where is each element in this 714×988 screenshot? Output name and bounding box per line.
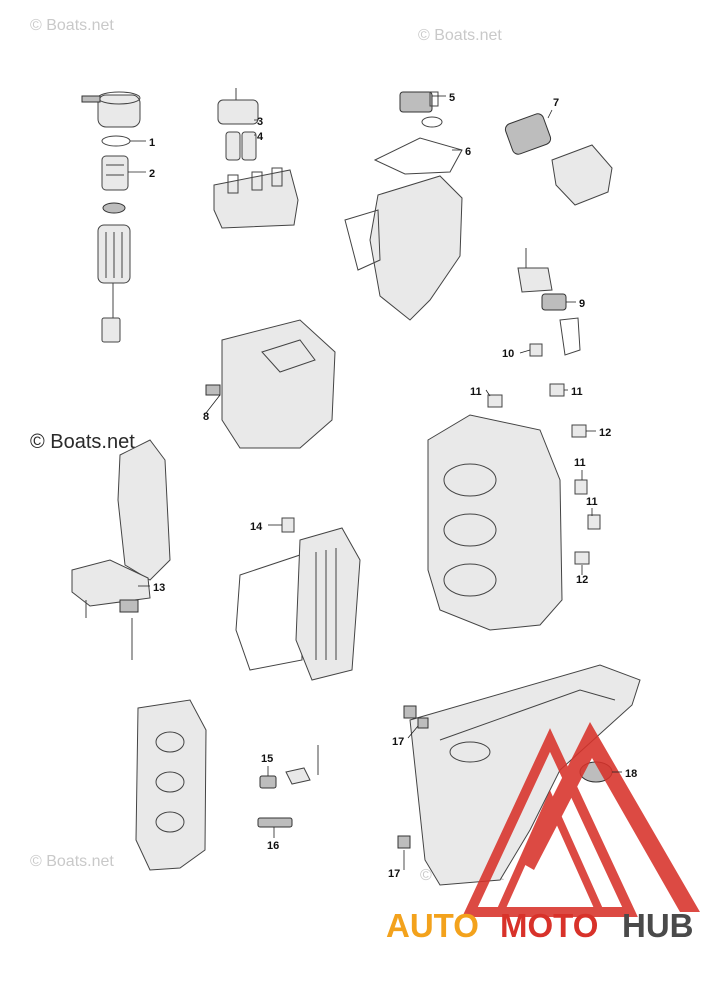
callout-5: 5 xyxy=(449,92,455,104)
exhaust-housing xyxy=(397,664,641,886)
logo-text-hub: HUB xyxy=(622,907,694,944)
callout-14: 14 xyxy=(250,521,263,533)
callout-11-b: 11 xyxy=(571,386,583,398)
logo-text-auto: AUTO xyxy=(386,907,479,944)
logo-text-moto: MOTO xyxy=(500,907,598,944)
callout-2: 2 xyxy=(149,168,155,180)
callout-leaders xyxy=(128,95,622,870)
callout-13: 13 xyxy=(153,582,165,594)
watermark-left-large: © Boats.net xyxy=(30,431,135,453)
oil-filter-assembly xyxy=(504,113,613,206)
vapor-separator-assembly xyxy=(213,88,299,229)
callout-9: 9 xyxy=(579,298,585,310)
intake-cover-assembly xyxy=(344,91,463,321)
callout-17-b: 17 xyxy=(388,868,400,880)
cylinder-head xyxy=(135,699,319,871)
callout-8: 8 xyxy=(203,411,209,423)
callout-10: 10 xyxy=(502,348,514,360)
callout-11-a: 11 xyxy=(470,386,482,398)
watermark-top-left: © Boats.net xyxy=(30,17,114,34)
callout-11-d: 11 xyxy=(586,496,598,508)
callout-15: 15 xyxy=(261,753,273,765)
watermark-bottom-left: © Boats.net xyxy=(30,853,114,870)
callout-18: 18 xyxy=(625,768,637,780)
callout-6: 6 xyxy=(465,146,471,158)
callout-labels: 1 2 3 4 5 6 7 8 9 10 11 11 12 11 11 12 1… xyxy=(149,92,637,880)
watermark-top-right: © Boats.net xyxy=(418,27,502,44)
callout-3: 3 xyxy=(257,116,263,128)
callout-12-b: 12 xyxy=(576,574,588,586)
cylinder-block xyxy=(427,414,601,631)
callout-16: 16 xyxy=(267,840,279,852)
callout-12-a: 12 xyxy=(599,427,611,439)
automotohub-logo-mark xyxy=(462,722,700,917)
steering-bracket xyxy=(71,439,171,660)
callout-1: 1 xyxy=(149,137,155,149)
callout-7: 7 xyxy=(553,97,559,109)
exhaust-cover-gasket xyxy=(235,517,361,681)
sensor-bracket-assembly xyxy=(487,248,587,438)
automotohub-logo: AUTO MOTO HUB xyxy=(386,907,694,944)
fuel-filter-assembly xyxy=(81,91,141,343)
callout-11-c: 11 xyxy=(574,457,586,469)
adapter-plate xyxy=(205,319,336,449)
callout-4: 4 xyxy=(257,131,264,143)
callout-17-a: 17 xyxy=(392,736,404,748)
